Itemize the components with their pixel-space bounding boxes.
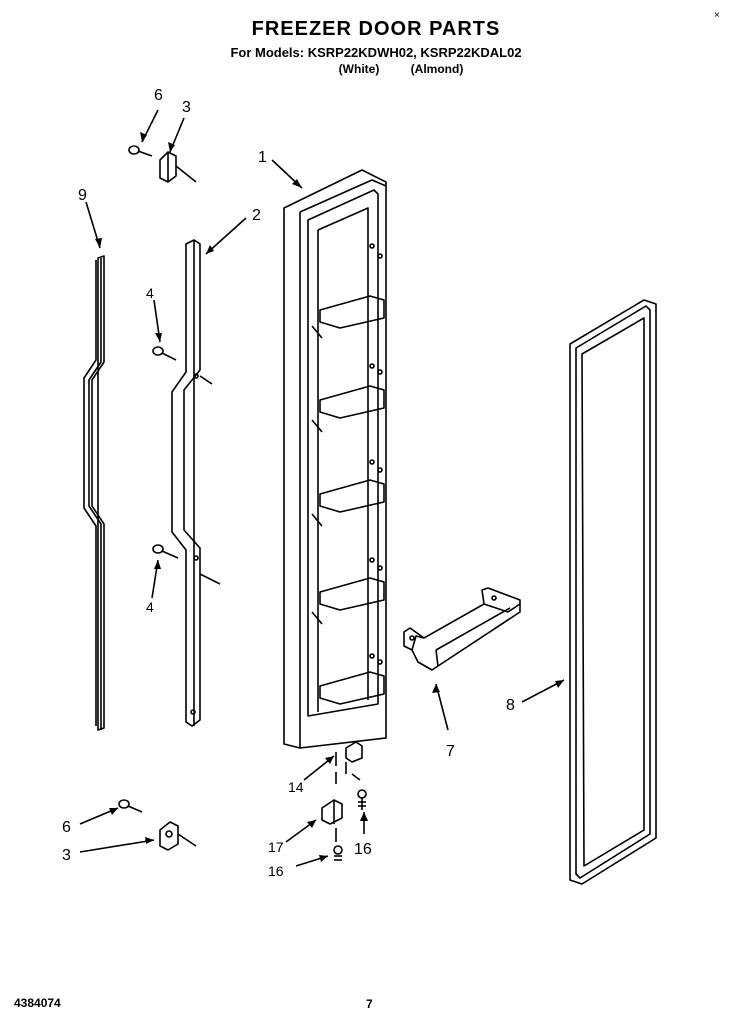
callout-3-top: 3 [182,99,191,116]
document-number: 4384074 [14,996,61,1010]
part-7-door-bin [403,587,521,671]
callout-7: 7 [446,743,455,760]
part-6-screw-bottom [118,799,143,813]
callout-14: 14 [288,779,304,795]
callout-4-bottom: 4 [146,599,154,615]
page-number: 7 [366,997,373,1011]
part-17-hinge-pin-block [321,799,343,842]
callout-1: 1 [258,149,267,166]
part-3-hinge-block-top [159,151,197,183]
color-almond-label: (Almond) [410,62,464,76]
part-16-hinge-screw-lower [333,845,343,861]
part-6-screw-top [128,145,153,157]
callout-6-bottom: 6 [62,819,71,836]
part-9-gasket-strip [83,255,105,731]
callout-16-b: 16 [268,863,284,879]
part-4-screw-bottom [152,544,179,559]
part-4-screw-top [152,346,177,361]
page-title: FREEZER DOOR PARTS [251,18,501,40]
callout-6-top: 6 [154,87,163,104]
part-8-door-gasket [569,299,657,885]
leader-arrowheads [95,132,564,862]
callout-4-top: 4 [146,285,154,301]
color-white-label: (White) [338,62,380,76]
leader-lines [79,109,565,867]
callout-17: 17 [268,839,284,855]
corner-mark: × [714,10,720,21]
color-legend: (White) (Almond) [0,62,752,76]
part-2-trim-bar [171,239,221,727]
part-16-hinge-screw-upper [357,789,367,810]
part-14-hinge-bracket [335,741,363,784]
callout-9: 9 [78,187,87,204]
part-1-freezer-door [283,169,387,749]
callout-2: 2 [252,207,261,224]
model-list: For Models: KSRP22KDWH02, KSRP22KDAL02 [230,45,522,60]
callout-16-a: 16 [354,841,372,858]
part-3-hinge-block-bottom [159,821,197,851]
callout-8: 8 [506,697,515,714]
callout-3-bottom: 3 [62,847,71,864]
